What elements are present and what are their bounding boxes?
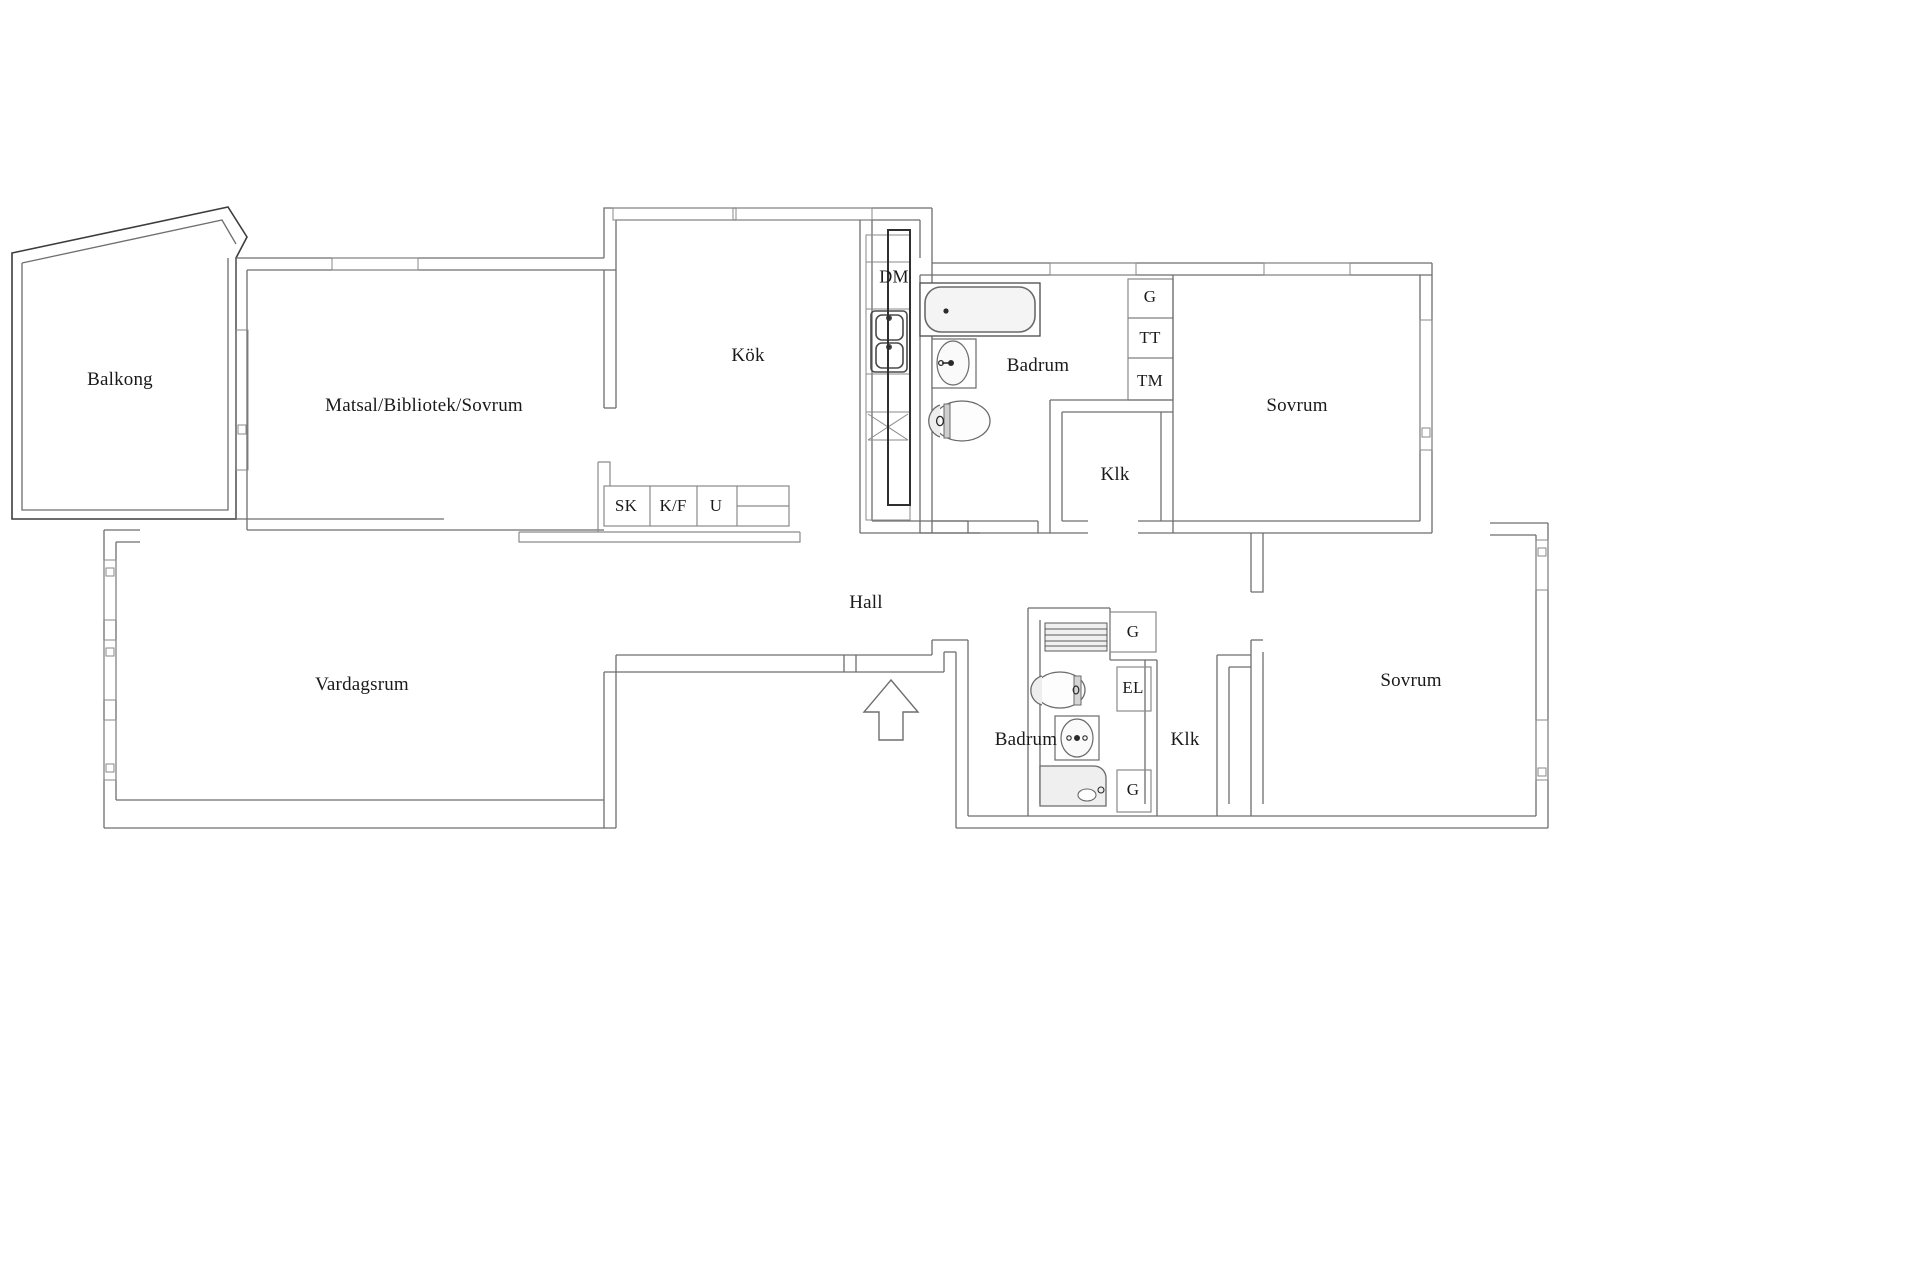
lower-cabinet-stack <box>1109 611 1157 813</box>
upper-bathroom-walls <box>919 263 1050 534</box>
entrance-direction-arrow <box>862 678 920 741</box>
radiator-icon <box>1044 622 1108 652</box>
lower-bedroom-windows <box>1535 539 1549 781</box>
exterior-walls <box>236 207 1433 533</box>
dining-room-walls <box>235 258 617 531</box>
lower-exterior-walls <box>103 522 1549 829</box>
upper-bedroom-walls <box>1172 275 1432 593</box>
washbasin-lower <box>1054 715 1100 761</box>
toilet-upper <box>928 400 991 442</box>
lower-bathroom-walls <box>1027 607 1158 816</box>
balcony-outline <box>11 206 248 520</box>
upper-bedroom-door[interactable] <box>1419 319 1433 451</box>
living-room-windows <box>103 559 117 781</box>
toilet-lower <box>1030 671 1086 709</box>
shower-icon <box>1039 765 1107 807</box>
bathtub <box>919 282 1041 337</box>
lower-closet-and-bedroom-walls <box>1216 639 1264 816</box>
kitchen-cabinet-row <box>518 461 801 543</box>
laundry-cabinet-stack <box>1127 278 1174 401</box>
window-group-top <box>331 207 1351 276</box>
upper-walkin-closet-walls <box>1049 399 1185 534</box>
washbasin-upper <box>931 338 977 389</box>
kitchen-bath-partition <box>887 229 911 506</box>
balcony-door[interactable] <box>235 329 249 471</box>
